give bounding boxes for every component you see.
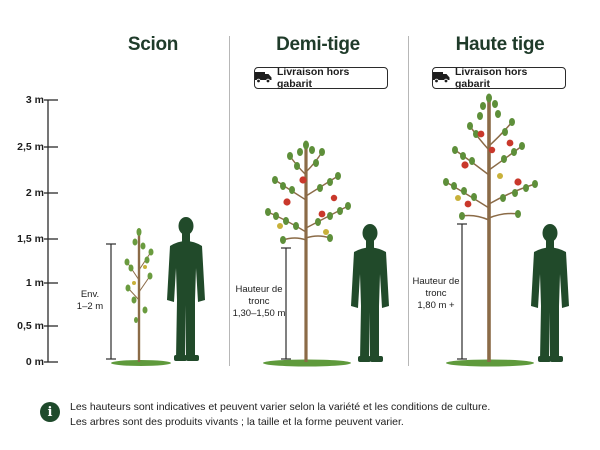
- dimension-line-2: tronc: [425, 288, 447, 299]
- column-title-haute-tige: Haute tige: [455, 34, 545, 55]
- info-icon: i: [40, 402, 60, 422]
- haute-tige-tree: [443, 93, 538, 362]
- dimension-label-scion: Env. 1–2 m: [70, 289, 110, 313]
- dimension-label-haute-tige: Hauteur de tronc 1,80 m +: [410, 276, 462, 312]
- scale-tick-label: 1 m: [25, 277, 44, 289]
- dimension-line-2: tronc: [248, 296, 270, 307]
- dimension-line-3: 1,80 m +: [417, 300, 455, 311]
- scale-tick-label: 0 m: [25, 356, 44, 368]
- column-divider: [408, 36, 409, 366]
- column-divider: [229, 36, 230, 366]
- dimension-line-2: 1–2 m: [76, 301, 104, 312]
- truck-icon: [433, 71, 450, 86]
- column-title-demi-tige: Demi-tige: [276, 34, 360, 55]
- dimension-line-1: Hauteur de: [412, 276, 460, 287]
- scale-tick-label: 2 m: [25, 187, 44, 199]
- grass-patch: [446, 359, 534, 367]
- demi-tige-tree: [265, 140, 351, 362]
- scale-tick-label: 3 m: [25, 94, 44, 106]
- info-line-2: Les arbres sont des produits vivants ; l…: [70, 416, 404, 428]
- column-title-scion: Scion: [127, 34, 179, 55]
- info-note: i Les hauteurs sont indicatives et peuve…: [40, 400, 490, 430]
- scale-tick-label: 0,5 m: [17, 320, 44, 332]
- info-text: Les hauteurs sont indicatives et peuvent…: [70, 400, 490, 430]
- grass-patch: [111, 360, 171, 366]
- badge-label: Livraison hors gabarit: [277, 66, 350, 90]
- person-silhouette: [167, 217, 205, 361]
- person-silhouette: [531, 224, 569, 362]
- dimension-label-demi-tige: Hauteur de tronc 1,30–1,50 m: [232, 284, 286, 320]
- oversize-delivery-badge: Livraison hors gabarit: [254, 66, 388, 90]
- oversize-delivery-badge: Livraison hors gabarit: [432, 66, 566, 90]
- dimension-line-demi-tige: [281, 247, 291, 360]
- truck-icon: [255, 71, 272, 86]
- dimension-line-1: Env.: [80, 289, 100, 300]
- dimension-line-1: Hauteur de: [235, 284, 283, 295]
- scale-tick-label: 1,5 m: [17, 233, 44, 245]
- scion-tree: [124, 228, 154, 362]
- info-line-1: Les hauteurs sont indicatives et peuvent…: [70, 401, 491, 413]
- dimension-line-haute-tige: [457, 223, 467, 360]
- height-scale: [44, 99, 58, 363]
- person-silhouette: [351, 224, 389, 362]
- grass-patch: [263, 359, 351, 367]
- dimension-line-3: 1,30–1,50 m: [232, 308, 286, 319]
- dimension-line-scion: [106, 243, 116, 360]
- scale-tick-label: 2,5 m: [17, 141, 44, 153]
- badge-label: Livraison hors gabarit: [455, 66, 528, 90]
